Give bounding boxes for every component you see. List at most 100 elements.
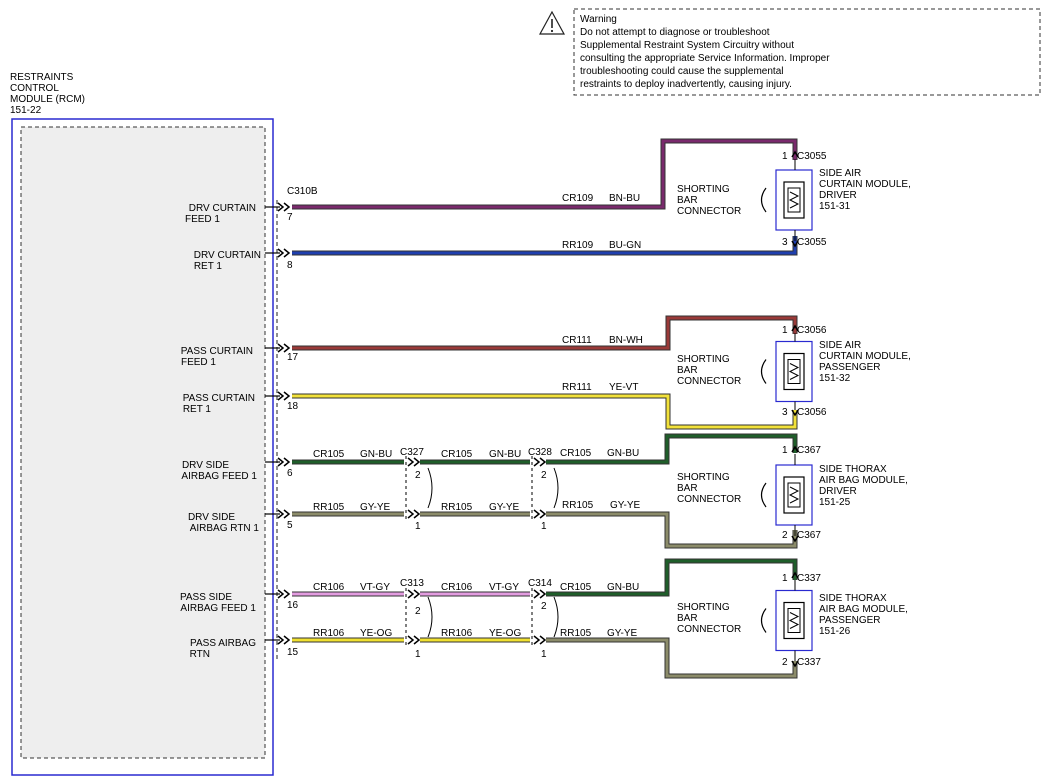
igniter-element xyxy=(787,187,801,213)
shorting-bar-label: BAR xyxy=(677,195,698,206)
shorting-bar-label: CONNECTOR xyxy=(677,376,741,387)
device-terminal-icon xyxy=(791,324,799,332)
wire-circuit: RR105 xyxy=(313,502,345,513)
device-name-line: SIDE AIR xyxy=(819,340,861,351)
inline-terminal-icon xyxy=(539,635,547,645)
wire-color-code: YE-OG xyxy=(489,628,521,639)
pin-terminal-icon xyxy=(277,509,285,519)
device-terminal-icon xyxy=(791,240,799,248)
pin-label-line: DRV SIDE xyxy=(188,512,235,523)
pin-terminal-icon xyxy=(277,202,285,212)
wire-cr105-pass xyxy=(546,559,797,596)
device-name-line: 151-32 xyxy=(819,373,851,384)
pin-number: 7 xyxy=(287,212,293,223)
device-name-line: CURTAIN MODULE, xyxy=(819,179,911,190)
pin-terminal-icon xyxy=(277,343,285,353)
shorting-bar-icon xyxy=(760,187,767,213)
inline-pin-number: 1 xyxy=(541,521,547,532)
inline-connector-label: C314 xyxy=(528,578,552,589)
device-pin-number: 1 xyxy=(782,573,788,584)
pin-terminal-icon xyxy=(277,635,285,645)
device-terminal-icon xyxy=(791,409,799,417)
wire-cr111 xyxy=(292,316,797,350)
pin-label-line: DRV CURTAIN xyxy=(194,250,261,261)
pin-label-line: RTN xyxy=(190,649,210,660)
shorting-bar-label: CONNECTOR xyxy=(677,206,741,217)
wire-color-code: YE-OG xyxy=(360,628,392,639)
shorting-bar-label: BAR xyxy=(677,613,698,624)
pin-label-line: RET 1 xyxy=(194,261,223,272)
pin-label-line: DRV SIDE xyxy=(182,460,229,471)
module-title-line: 151-22 xyxy=(10,105,42,116)
wire-circuit: RR105 xyxy=(562,500,594,511)
pin-number: 15 xyxy=(287,647,299,658)
wire-circuit: CR105 xyxy=(560,448,592,459)
inline-terminal-icon xyxy=(533,509,541,519)
wire-rr111-outline xyxy=(292,393,798,430)
wire-color-code: GN-BU xyxy=(489,449,521,460)
device-name-line: SIDE THORAX xyxy=(819,464,887,475)
warning-line: restraints to deploy inadvertently, caus… xyxy=(580,79,792,90)
wire-circuit: RR111 xyxy=(562,382,592,393)
device-terminal-icon xyxy=(791,571,799,579)
shorting-bar-icon xyxy=(760,608,767,633)
device-connector-label: C337 xyxy=(797,573,821,584)
shorting-bar-label: CONNECTOR xyxy=(677,624,741,635)
warning-line: Do not attempt to diagnose or troublesho… xyxy=(580,27,770,38)
inline-terminal-icon xyxy=(539,589,547,599)
igniter-element xyxy=(787,359,801,384)
device-name-line: AIR BAG MODULE, xyxy=(819,604,908,615)
pin-label-line: PASS CURTAIN xyxy=(183,393,255,404)
device-pin-number: 3 xyxy=(782,237,788,248)
device-connector-label: C367 xyxy=(797,445,821,456)
shorting-bar-icon xyxy=(760,359,767,384)
wire-circuit: CR105 xyxy=(560,582,592,593)
pin-terminal-icon xyxy=(277,589,285,599)
igniter-coil-icon xyxy=(788,191,800,209)
wire-layer xyxy=(292,138,798,679)
module-title-line: MODULE (RCM) xyxy=(10,94,85,105)
twisted-pair-bracket xyxy=(427,596,433,638)
pin-layer xyxy=(265,202,291,645)
inline-terminal-icon xyxy=(413,509,421,519)
inline-pin-number: 2 xyxy=(415,470,421,481)
inline-terminal-icon xyxy=(413,589,421,599)
device-connector-label: C3055 xyxy=(797,237,827,248)
inline-connector-label: C327 xyxy=(400,447,424,458)
wire-circuit: RR106 xyxy=(313,628,345,639)
shorting-bar-label-group: SHORTING BAR CONNECTOR SHORTING BAR CONN… xyxy=(677,184,741,635)
pin-terminal-icon xyxy=(283,391,291,401)
pin-terminal-icon xyxy=(277,391,285,401)
wire-circuit: RR109 xyxy=(562,240,594,251)
inline-terminal-icon xyxy=(533,635,541,645)
device-name-line: AIR BAG MODULE, xyxy=(819,475,908,486)
inline-connector-label: C328 xyxy=(528,447,552,458)
wire-cr109 xyxy=(292,139,797,209)
wire-color-code: GY-YE xyxy=(607,628,638,639)
twisted-pair-bracket xyxy=(553,596,559,638)
wire-circuit: CR111 xyxy=(562,335,592,346)
wire-color-code: BN-WH xyxy=(609,335,643,346)
device-terminal-icon xyxy=(791,535,799,543)
wire-color-code: GY-YE xyxy=(360,502,391,513)
inline-connector-label: C313 xyxy=(400,578,424,589)
device-name-line: DRIVER xyxy=(819,486,857,497)
igniter-element xyxy=(787,608,801,633)
device-name-line: 151-25 xyxy=(819,497,851,508)
pin-label-line: FEED 1 xyxy=(181,357,216,368)
pin-label-line: FEED 1 xyxy=(185,214,220,225)
pin-label-line: PASS SIDE xyxy=(180,592,232,603)
wire-circuit: CR106 xyxy=(441,582,473,593)
inline-terminal-icon xyxy=(539,509,547,519)
inline-terminal-icon xyxy=(407,457,415,467)
inline-pin-number: 2 xyxy=(541,601,547,612)
device-pin-number: 1 xyxy=(782,151,788,162)
device-pin-number: 2 xyxy=(782,530,788,541)
wire-color-code: GY-YE xyxy=(610,500,641,511)
wire-rr105-seg3 xyxy=(546,512,797,548)
warning-line: Supplemental Restraint System Circuitry … xyxy=(580,40,794,51)
device-name-line: PASSENGER xyxy=(819,615,881,626)
inline-pin-number: 1 xyxy=(541,649,547,660)
pin-number: 8 xyxy=(287,260,293,271)
